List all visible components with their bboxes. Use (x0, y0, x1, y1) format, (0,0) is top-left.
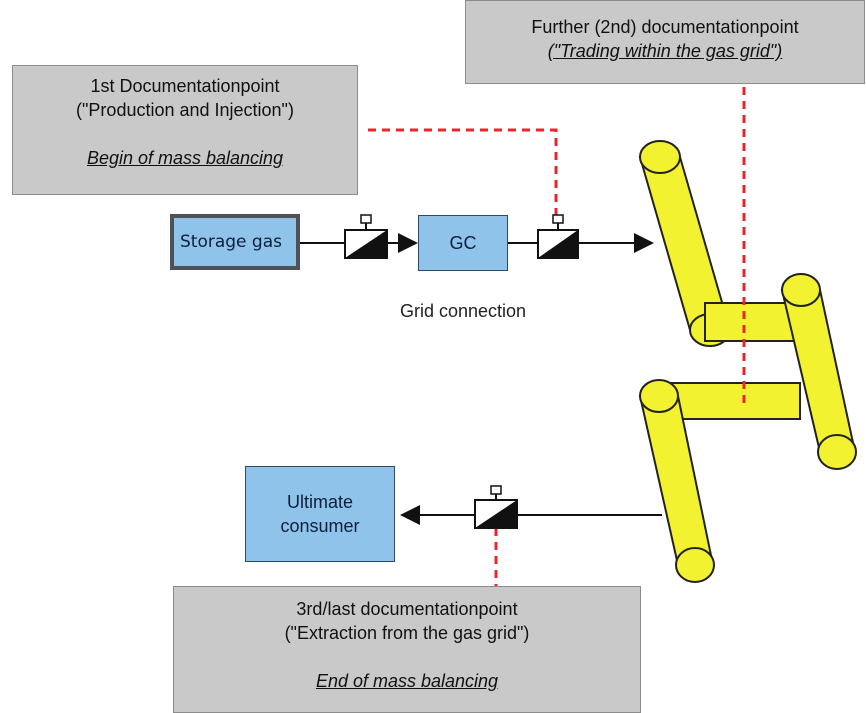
gas-grid-pipes (638, 140, 857, 583)
ultimate-consumer-box: Ultimate consumer (245, 466, 395, 562)
flow-arrows (300, 233, 662, 525)
gc-label: GC (449, 232, 477, 253)
meter-valve-3 (474, 485, 518, 529)
doc-point-first-detail: ("Production and Injection") (76, 100, 294, 120)
pipe-lower-left (638, 379, 715, 583)
doc-point-second-note: ("Trading within the gas grid") (547, 41, 783, 61)
doc-dashed-lines (368, 87, 746, 586)
doc-point-second: Further (2nd) documentationpoint ("Tradi… (465, 0, 865, 84)
ultimate-consumer-label: Ultimate consumer (280, 492, 360, 536)
doc-point-first-title: 1st Documentationpoint (90, 76, 280, 96)
meter-valve-1 (344, 214, 388, 259)
grid-connection-text: Grid connection (399, 301, 527, 321)
storage-gas-box: Storage gas (170, 214, 300, 270)
grid-connection-label: Grid connection (398, 298, 528, 324)
doc-point-first: 1st Documentationpoint ("Production and … (12, 65, 358, 195)
storage-gas-label: Storage gas (180, 232, 282, 252)
meter-valve-2 (537, 214, 579, 259)
gc-box: GC (418, 215, 508, 271)
doc-point-second-title: Further (2nd) documentationpoint (531, 17, 799, 37)
doc-point-third: 3rd/last documentationpoint ("Extraction… (173, 586, 641, 713)
pipe-connector-lower (659, 382, 801, 420)
doc-point-third-detail: ("Extraction from the gas grid") (284, 623, 530, 643)
doc-point-third-note: End of mass balancing (315, 671, 499, 691)
doc-point-third-title: 3rd/last documentationpoint (296, 599, 518, 619)
dashed-line-first (368, 128, 558, 222)
pipe-right (780, 273, 857, 470)
doc-point-first-note: Begin of mass balancing (86, 148, 284, 168)
